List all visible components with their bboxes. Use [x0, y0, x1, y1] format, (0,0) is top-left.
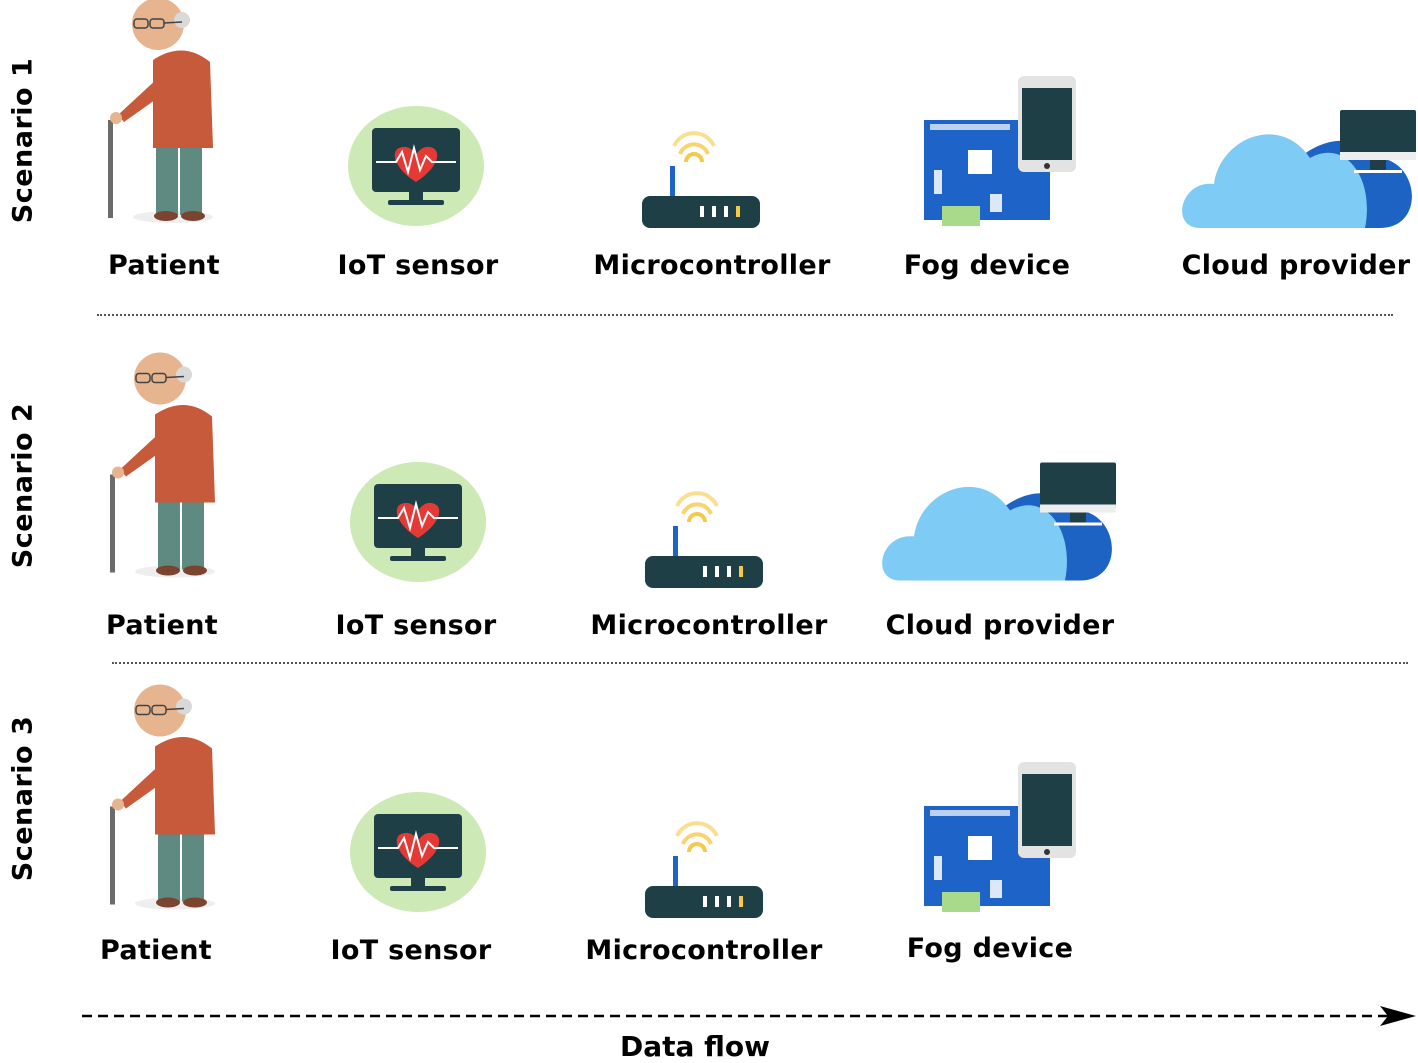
cloud-computer-icon [1182, 110, 1416, 228]
wifi-router-icon [645, 821, 763, 918]
node-label: Patient [106, 610, 218, 641]
node-label: IoT sensor [337, 250, 499, 281]
node-label: Microcontroller [590, 610, 828, 641]
wifi-router-icon [642, 131, 760, 228]
heart-monitor-icon [350, 792, 486, 912]
elderly-patient-icon [108, 0, 213, 223]
node-label: Fog device [903, 250, 1071, 281]
cloud-computer-icon [882, 462, 1116, 581]
node-label: IoT sensor [335, 610, 497, 641]
node-label: Microcontroller [593, 250, 831, 281]
heart-monitor-icon [348, 106, 484, 226]
data-flow-label: Data flow [619, 1030, 771, 1063]
scenario-3-title: Scenario 3 [7, 715, 39, 882]
circuit-board-phone-icon [924, 76, 1076, 226]
scenario-2-title: Scenario 2 [7, 402, 39, 569]
scenario-1-title: Scenario 1 [7, 57, 39, 224]
wifi-router-icon [645, 491, 763, 588]
node-label: IoT sensor [330, 935, 492, 966]
node-label: Cloud provider [1181, 250, 1411, 281]
elderly-patient-icon [110, 352, 215, 578]
node-label: Patient [108, 250, 220, 281]
node-label: Fog device [906, 933, 1074, 964]
data-flow-arrow [82, 1006, 1416, 1026]
circuit-board-phone-icon [924, 762, 1076, 912]
node-label: Microcontroller [585, 935, 823, 966]
elderly-patient-icon [110, 684, 215, 910]
arrowhead-icon [1380, 1006, 1416, 1026]
node-label: Patient [100, 935, 212, 966]
scenario-divider [112, 662, 1408, 664]
scenario-divider [97, 314, 1393, 316]
heart-monitor-icon [350, 462, 486, 582]
node-label: Cloud provider [885, 610, 1115, 641]
